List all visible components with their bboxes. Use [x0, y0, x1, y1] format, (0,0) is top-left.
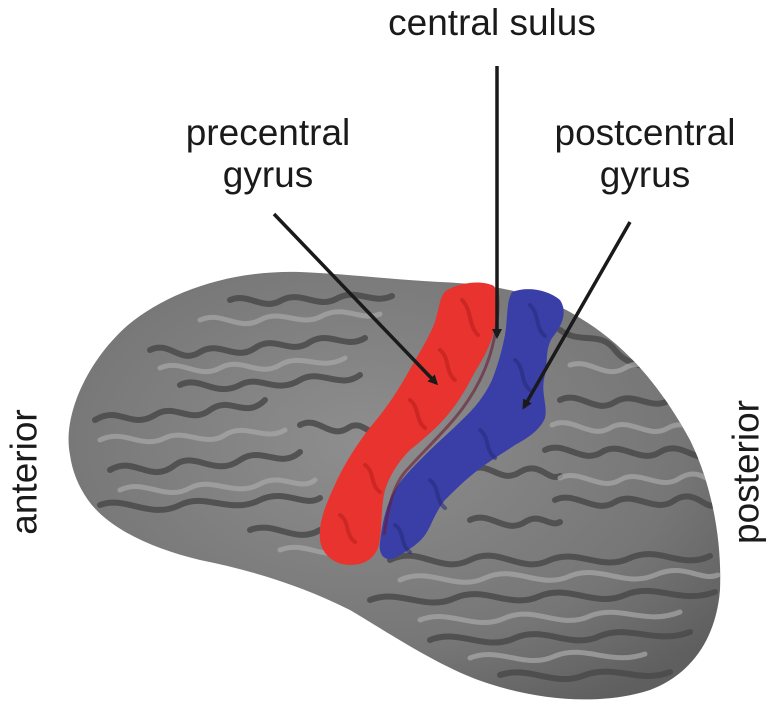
precentral-arrow — [272, 212, 439, 386]
central-sulus-label: central sulus — [372, 2, 612, 44]
brain-hemisphere — [68, 271, 721, 700]
postcentral-arrow — [522, 221, 632, 410]
anterior-label-text: anterior — [3, 409, 45, 535]
brain-outline — [68, 271, 721, 700]
annotation-arrows — [272, 66, 632, 410]
precentral-label-line1: precentral — [185, 112, 351, 153]
posterior-label: posterior — [724, 390, 768, 555]
posterior-label-text: posterior — [725, 400, 767, 544]
precentral-gyrus-region — [319, 282, 498, 565]
central-sulus-label-text: central sulus — [388, 2, 596, 43]
postcentral-label-line1: postcentral — [554, 112, 736, 153]
precentral-label-line2: gyrus — [222, 153, 314, 195]
postcentral-gyrus-label: postcentral gyrus — [530, 112, 760, 196]
anterior-label: anterior — [2, 400, 46, 545]
precentral-gyrus-shading — [338, 298, 480, 544]
precentral-gyrus-label: precentral gyrus — [158, 112, 378, 196]
postcentral-gyrus-region — [379, 289, 564, 560]
postcentral-label-line2: gyrus — [599, 153, 691, 195]
postcentral-gyrus-shading — [393, 303, 547, 554]
